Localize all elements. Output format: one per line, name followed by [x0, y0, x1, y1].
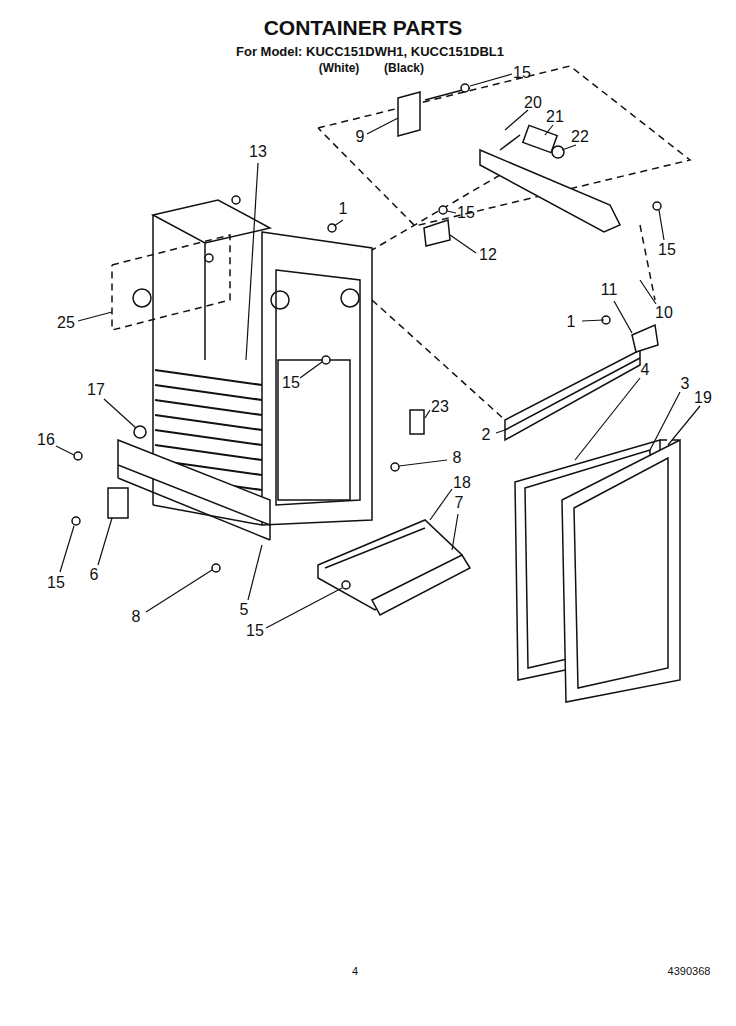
- callout-number: 15: [457, 205, 475, 221]
- callout-number: 6: [90, 567, 99, 583]
- color-note: (Black): [384, 62, 424, 74]
- model-line: For Model: KUCC151DWH1, KUCC151DBL1: [236, 45, 504, 58]
- callout-number: 17: [87, 382, 105, 398]
- callout-number: 7: [455, 495, 464, 511]
- callout-number: 10: [655, 305, 673, 321]
- callout-number: 18: [453, 475, 471, 491]
- callout-number: 12: [479, 247, 497, 263]
- callout-number: 1: [567, 314, 576, 330]
- callout-number: 8: [132, 609, 141, 625]
- callout-number: 2: [482, 427, 491, 443]
- color-note: (White): [319, 62, 360, 74]
- callout-number: 15: [282, 375, 300, 391]
- callout-number: 15: [658, 242, 676, 258]
- callout-number: 13: [249, 144, 267, 160]
- callout-number: 8: [453, 450, 462, 466]
- callout-number: 21: [546, 109, 564, 125]
- document-number: 4390368: [668, 966, 711, 977]
- callout-number: 1: [339, 201, 348, 217]
- callout-number: 9: [356, 129, 365, 145]
- callout-number: 25: [57, 315, 75, 331]
- callout-number: 23: [431, 399, 449, 415]
- callout-number: 16: [37, 432, 55, 448]
- diagram-title: CONTAINER PARTS: [264, 17, 463, 38]
- callout-number: 15: [513, 65, 531, 81]
- callout-number: 5: [240, 602, 249, 618]
- callout-number: 4: [641, 362, 650, 378]
- callout-number: 3: [681, 376, 690, 392]
- callout-number: 19: [694, 390, 712, 406]
- callout-number: 11: [601, 282, 618, 298]
- callout-number: 20: [524, 95, 542, 111]
- callout-number: 22: [571, 129, 589, 145]
- callout-number: 15: [246, 623, 264, 639]
- page-number: 4: [352, 966, 358, 977]
- callout-number: 15: [47, 575, 65, 591]
